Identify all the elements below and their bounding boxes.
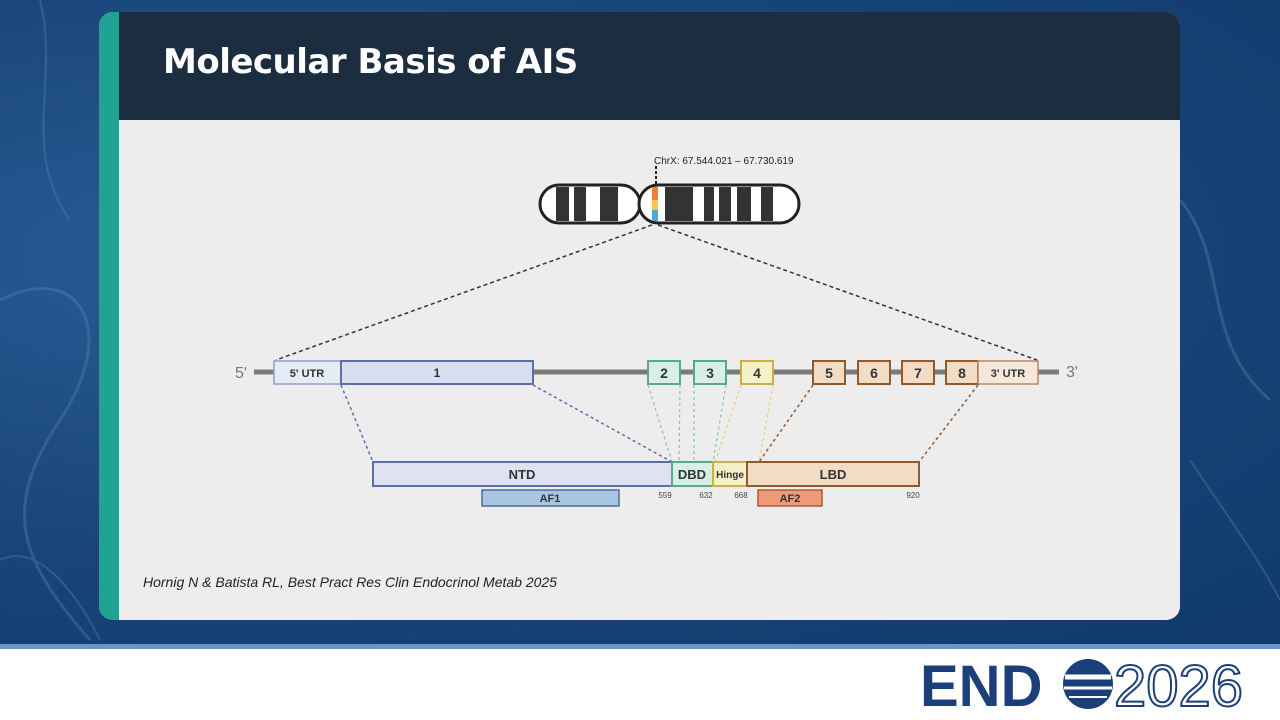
- exon-2-label: 2: [660, 365, 668, 381]
- footer-stripe: [0, 644, 1280, 649]
- chromosome-band: [704, 187, 714, 221]
- exon-5-label: 5: [825, 365, 833, 381]
- mapping-line: [758, 384, 814, 463]
- mapping-line: [918, 384, 979, 463]
- subdomain-af2: [757, 489, 823, 507]
- position-632: 632: [699, 491, 713, 500]
- ar-gene-diagram: ChrX: 67.544.021 – 67.730.619 5' 3' 5' U…: [235, 156, 1078, 507]
- position-668: 668: [734, 491, 748, 500]
- position-920: 920: [906, 491, 920, 500]
- exon-7-label: 7: [914, 365, 922, 381]
- background-texture: [0, 0, 1280, 641]
- locus-label: ChrX: 67.544.021 – 67.730.619: [654, 156, 794, 167]
- chromosome-band: [761, 187, 773, 221]
- endo-2026-logo: END 2026: [920, 653, 1244, 716]
- chromosome-band: [719, 187, 731, 221]
- five-prime-utr-label: 5' UTR: [290, 368, 324, 380]
- exon-4-label: 4: [753, 365, 761, 381]
- exon-3: [693, 360, 727, 385]
- three-prime-utr-label: 3' UTR: [991, 368, 1025, 380]
- subdomain-af1-label: AF1: [540, 493, 561, 505]
- mapping-line: [340, 384, 374, 463]
- mapping-line: [532, 384, 673, 463]
- logo-text-endo: END: [920, 654, 1042, 716]
- chromosome-band: [574, 187, 586, 221]
- domain-hinge-label: Hinge: [716, 470, 744, 481]
- exon-3-label: 3: [706, 365, 714, 381]
- exon-1: [340, 360, 534, 385]
- card-accent-bar: [99, 12, 119, 620]
- locus-marker: [652, 200, 658, 210]
- exon-1-label: 1: [434, 366, 441, 380]
- locus-marker: [652, 210, 658, 221]
- chromosome-band: [737, 187, 751, 221]
- domain-lbd-label: LBD: [820, 467, 847, 482]
- exon-4: [740, 360, 774, 385]
- three-prime-label: 3': [1066, 364, 1078, 381]
- footer-stripe-light: [0, 649, 1280, 652]
- exon-7: [901, 360, 935, 385]
- chromosome-band: [556, 187, 569, 221]
- zoom-line-left: [275, 224, 653, 361]
- chromosome-x: [538, 166, 801, 225]
- slide-header: Molecular Basis of AIS: [119, 12, 1180, 120]
- exon-2: [647, 360, 681, 385]
- mapping-line: [647, 384, 673, 463]
- subdomain-af2-label: AF2: [780, 493, 801, 505]
- subdomain-af1: [481, 489, 620, 507]
- exon-6-label: 6: [870, 365, 878, 381]
- three-prime-utr: [977, 360, 1039, 385]
- mapping-line: [758, 384, 774, 463]
- mapping-line: [714, 384, 742, 463]
- exon-5: [812, 360, 846, 385]
- chromosome-band: [665, 187, 693, 221]
- chromosome-p-arm: [538, 183, 642, 225]
- mapping-line: [712, 384, 727, 463]
- exon-6: [857, 360, 891, 385]
- exon-8-label: 8: [958, 365, 966, 381]
- chromosome-band: [600, 187, 618, 221]
- zoom-line-right: [657, 224, 1038, 361]
- position-559: 559: [658, 491, 672, 500]
- five-prime-label: 5': [235, 365, 247, 382]
- domain-ntd-label: NTD: [509, 467, 536, 482]
- slide-card: Molecular Basis of AIS ChrX: 67: [99, 12, 1180, 620]
- slide-title: Molecular Basis of AIS: [163, 42, 578, 82]
- mapping-line: [678, 384, 681, 463]
- slide-body: ChrX: 67.544.021 – 67.730.619 5' 3' 5' U…: [119, 120, 1180, 620]
- domain-dbd-label: DBD: [678, 467, 706, 482]
- citation: Hornig N & Batista RL, Best Pract Res Cl…: [143, 574, 557, 590]
- logo-text-year: 2026: [1114, 654, 1243, 716]
- domain-lbd: [746, 461, 920, 487]
- globe-icon: [1063, 659, 1113, 709]
